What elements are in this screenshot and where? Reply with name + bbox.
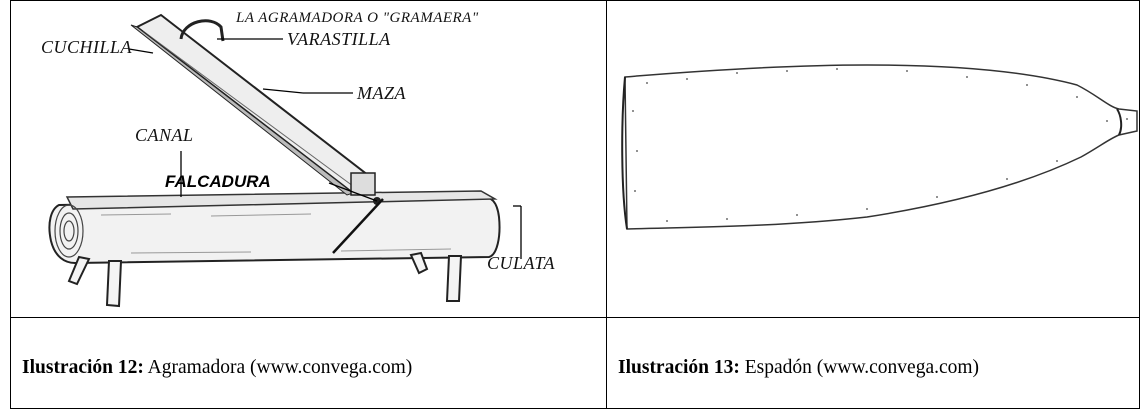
- label-cuchilla: CUCHILLA: [41, 37, 133, 57]
- label-canal: CANAL: [135, 125, 194, 145]
- log-legs: [67, 251, 463, 308]
- log-body: [48, 195, 501, 265]
- log-texture: [100, 213, 452, 254]
- label-culata: CULATA: [487, 253, 556, 273]
- label-maza: MAZA: [356, 83, 407, 103]
- varastilla-handle: [179, 19, 225, 42]
- caption-cell-13: Ilustración 13: Espadón (www.convega.com…: [606, 317, 1140, 409]
- caption-cell-12: Ilustración 12: Agramadora (www.convega.…: [10, 317, 607, 409]
- caption-12-text: Agramadora (www.convega.com): [143, 357, 413, 378]
- figure-table: LA AGRAMADORA O "GRAMAERA" VARASTILLA CU…: [10, 0, 1140, 409]
- log-rings: [54, 204, 84, 258]
- hinge: [350, 172, 376, 196]
- agramadora-title: LA AGRAMADORA O "GRAMAERA": [235, 10, 479, 26]
- caption-13-label: Ilustración 13:: [618, 357, 740, 378]
- agramadora-illustration: LA AGRAMADORA O "GRAMAERA" VARASTILLA CU…: [41, 10, 556, 308]
- espadon-illustration-cell: [606, 0, 1140, 318]
- espadon-blade-edge: [621, 76, 628, 230]
- espadon-blade: [624, 64, 1138, 230]
- espadon-illustration: [621, 64, 1138, 230]
- cuchilla-blade: [130, 24, 355, 196]
- caption-13-text: Espadón (www.convega.com): [739, 357, 980, 378]
- caption-12-label: Ilustración 12:: [22, 357, 144, 378]
- caption-13: Ilustración 13: Espadón (www.convega.com…: [607, 347, 1139, 379]
- caption-12: Ilustración 12: Agramadora (www.convega.…: [11, 347, 606, 379]
- agramadora-illustration-cell: LA AGRAMADORA O "GRAMAERA" VARASTILLA CU…: [10, 0, 607, 318]
- label-falcadura: FALCADURA: [165, 172, 271, 191]
- espadon-speckle: [632, 68, 1128, 222]
- leader-lines: [128, 38, 522, 259]
- label-varastilla: VARASTILLA: [287, 29, 391, 49]
